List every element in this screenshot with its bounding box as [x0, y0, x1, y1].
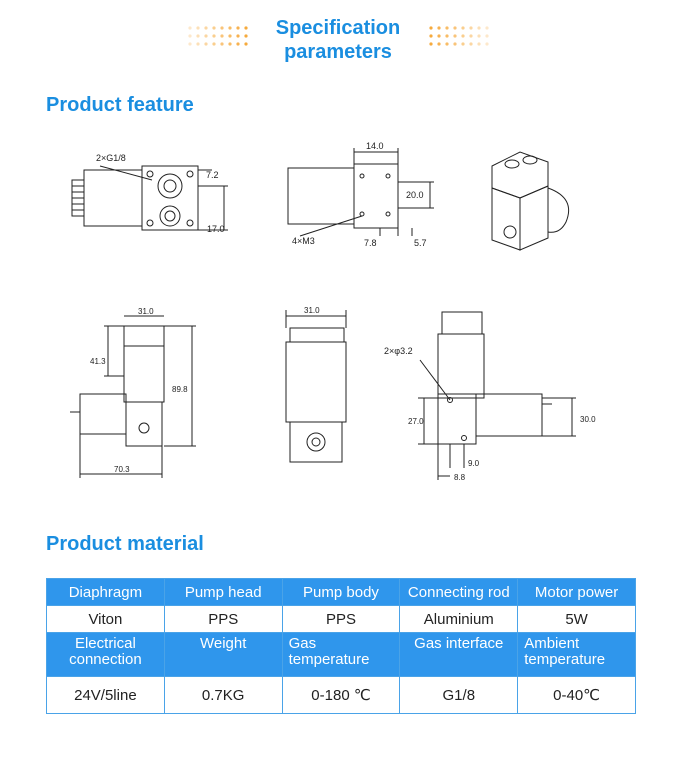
- value-cell: 5W: [517, 605, 636, 633]
- side-view-dim-bottom-a: 7.8: [364, 238, 377, 248]
- value-cell: 0-180 ℃: [281, 676, 401, 714]
- page-title-line1: Specification: [275, 17, 401, 39]
- right-view-dim-a: 9.0: [468, 459, 480, 468]
- value-cell: 0-40℃: [517, 676, 636, 714]
- decorative-dot-grid-left: [188, 26, 248, 46]
- front-view-dim-top: 31.0: [138, 307, 154, 316]
- technical-drawings: 2×G1/8 7.2 17.0 14.0 20.0 7.8 5.7 4×M3 3…: [70, 141, 596, 482]
- side-view-dim-top: 14.0: [366, 141, 384, 151]
- value-cell: 24V/5line: [46, 676, 165, 714]
- decorative-dot-grid-right: [429, 26, 489, 46]
- side-view-dim-bottom-b: 5.7: [414, 238, 427, 248]
- table-header-row: Diaphragm Pump head Pump body Connecting…: [46, 578, 636, 606]
- right-view-dim-b: 8.8: [454, 473, 466, 482]
- back-view-drawing: [285, 310, 347, 463]
- product-material-heading: Product material: [46, 533, 204, 555]
- header-cell: Weight: [163, 632, 283, 677]
- page-title: Specification parameters: [250, 16, 426, 64]
- side-view-hole-label: 4×M3: [292, 236, 315, 246]
- page-header: Specification parameters: [0, 0, 681, 80]
- front-view-drawing: [70, 315, 196, 478]
- header-cell: Motor power: [517, 578, 636, 606]
- front-view-dim-bottom: 70.3: [114, 465, 130, 474]
- side-view-dim-right: 20.0: [406, 190, 424, 200]
- front-view-dim-total: 89.8: [172, 385, 188, 394]
- value-cell: G1/8: [399, 676, 519, 714]
- header-cell: Diaphragm: [46, 578, 165, 606]
- header-cell: Connecting rod: [399, 578, 519, 606]
- top-view-drawing: [71, 165, 228, 231]
- back-view-dim-top: 31.0: [304, 306, 320, 315]
- right-view-dim-left: 27.0: [408, 417, 424, 426]
- value-cell: Aluminium: [399, 605, 519, 633]
- isometric-view-drawing: [491, 151, 570, 251]
- value-cell: PPS: [163, 605, 283, 633]
- page-title-line2: parameters: [284, 41, 392, 63]
- header-cell: Gas temperature: [281, 632, 401, 677]
- value-cell: Viton: [46, 605, 165, 633]
- top-view-dim-height: 17.0: [207, 224, 225, 234]
- header-cell: Ambient temperature: [517, 632, 636, 677]
- header-cell: Pump head: [163, 578, 283, 606]
- product-feature-heading: Product feature: [46, 94, 194, 116]
- header-cell: Electrical connection: [46, 632, 165, 677]
- table-row: 24V/5line 0.7KG 0-180 ℃ G1/8 0-40℃: [46, 676, 636, 714]
- right-view-drawing: [418, 311, 576, 480]
- right-view-dim-right: 30.0: [580, 415, 596, 424]
- value-cell: 0.7KG: [163, 676, 283, 714]
- header-cell: Pump body: [281, 578, 401, 606]
- table-header-row: Electrical connection Weight Gas tempera…: [46, 632, 636, 677]
- side-view-drawing: [287, 148, 434, 237]
- top-view-port-label: 2×G1/8: [96, 153, 126, 163]
- table-row: Viton PPS PPS Aluminium 5W: [46, 605, 636, 633]
- right-view-hole-label: 2×φ3.2: [384, 346, 413, 356]
- value-cell: PPS: [281, 605, 401, 633]
- header-cell: Gas interface: [399, 632, 519, 677]
- front-view-dim-upper: 41.3: [90, 357, 106, 366]
- top-view-dim-small: 7.2: [206, 170, 219, 180]
- spec-table: Diaphragm Pump head Pump body Connecting…: [46, 578, 636, 714]
